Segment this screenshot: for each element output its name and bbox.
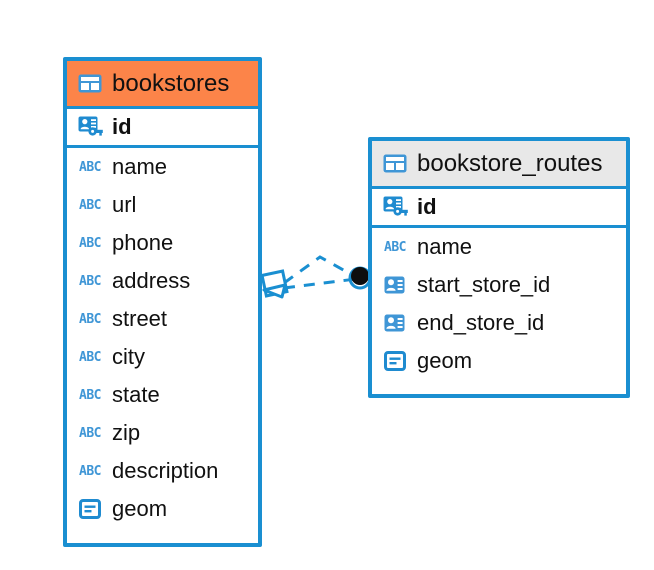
field-row-url[interactable]: ABC url	[67, 186, 258, 224]
field-row-description[interactable]: ABC description	[67, 452, 258, 490]
field-row-end-store-id[interactable]: end_store_id	[372, 304, 626, 342]
field-name: zip	[112, 420, 141, 445]
field-row-phone[interactable]: ABC phone	[67, 224, 258, 262]
field-name: state	[112, 382, 160, 407]
field-name: id	[112, 114, 132, 139]
field-name: id	[417, 194, 437, 219]
abc-text-icon: ABC	[384, 239, 406, 255]
foreign-key-icon	[382, 312, 408, 334]
field-name: url	[112, 192, 137, 217]
field-name: name	[417, 234, 473, 259]
field-name: geom	[112, 496, 168, 521]
abc-text-icon: ABC	[79, 311, 101, 327]
field-name: description	[112, 458, 219, 483]
primary-key-icon	[77, 116, 103, 138]
relationship-line-upper	[283, 255, 357, 285]
entity-field-list-bookstores: id ABC name ABC url ABC phone ABC addres…	[67, 106, 258, 528]
field-row-name[interactable]: ABC name	[67, 148, 258, 186]
field-name: city	[112, 344, 145, 369]
field-row-id[interactable]: id	[67, 106, 258, 148]
field-row-start-store-id[interactable]: start_store_id	[372, 266, 626, 304]
abc-text-icon: ABC	[79, 159, 101, 175]
abc-text-icon: ABC	[79, 235, 101, 251]
entity-header-bookstores[interactable]: bookstores	[67, 61, 258, 106]
field-name: phone	[112, 230, 174, 255]
field-name: street	[112, 306, 168, 331]
entity-table-bookstores[interactable]: bookstores	[63, 57, 262, 547]
diamond-crowsfoot-marker	[260, 269, 289, 299]
entity-field-list-bookstore-routes: id ABC name start_store_id	[372, 186, 626, 380]
field-row-address[interactable]: ABC address	[67, 262, 258, 300]
field-name: name	[112, 154, 168, 179]
table-icon	[77, 73, 103, 95]
field-row-street[interactable]: ABC street	[67, 300, 258, 338]
geometry-blob-icon	[77, 498, 103, 520]
entity-title: bookstore_routes	[417, 149, 603, 177]
abc-text-icon: ABC	[79, 425, 101, 441]
entity-header-bookstore-routes[interactable]: bookstore_routes	[372, 141, 626, 186]
field-row-geom[interactable]: geom	[67, 490, 258, 528]
field-row-id[interactable]: id	[372, 186, 626, 228]
field-name: start_store_id	[417, 272, 551, 297]
foreign-key-icon	[382, 274, 408, 296]
field-name: geom	[417, 348, 473, 373]
field-row-state[interactable]: ABC state	[67, 376, 258, 414]
abc-text-icon: ABC	[79, 387, 101, 403]
primary-key-icon	[382, 196, 408, 218]
field-row-name[interactable]: ABC name	[372, 228, 626, 266]
abc-text-icon: ABC	[79, 349, 101, 365]
field-row-city[interactable]: ABC city	[67, 338, 258, 376]
entity-table-bookstore-routes[interactable]: bookstore_routes	[368, 137, 630, 398]
field-name: end_store_id	[417, 310, 545, 335]
geometry-blob-icon	[382, 350, 408, 372]
field-row-geom[interactable]: geom	[372, 342, 626, 380]
filled-dot-marker	[348, 266, 372, 290]
relationship-line-lower	[283, 277, 357, 290]
abc-text-icon: ABC	[79, 273, 101, 289]
field-row-zip[interactable]: ABC zip	[67, 414, 258, 452]
entity-title: bookstores	[112, 69, 230, 97]
field-name: address	[112, 268, 191, 293]
abc-text-icon: ABC	[79, 463, 101, 479]
abc-text-icon: ABC	[79, 197, 101, 213]
table-icon	[382, 153, 408, 175]
